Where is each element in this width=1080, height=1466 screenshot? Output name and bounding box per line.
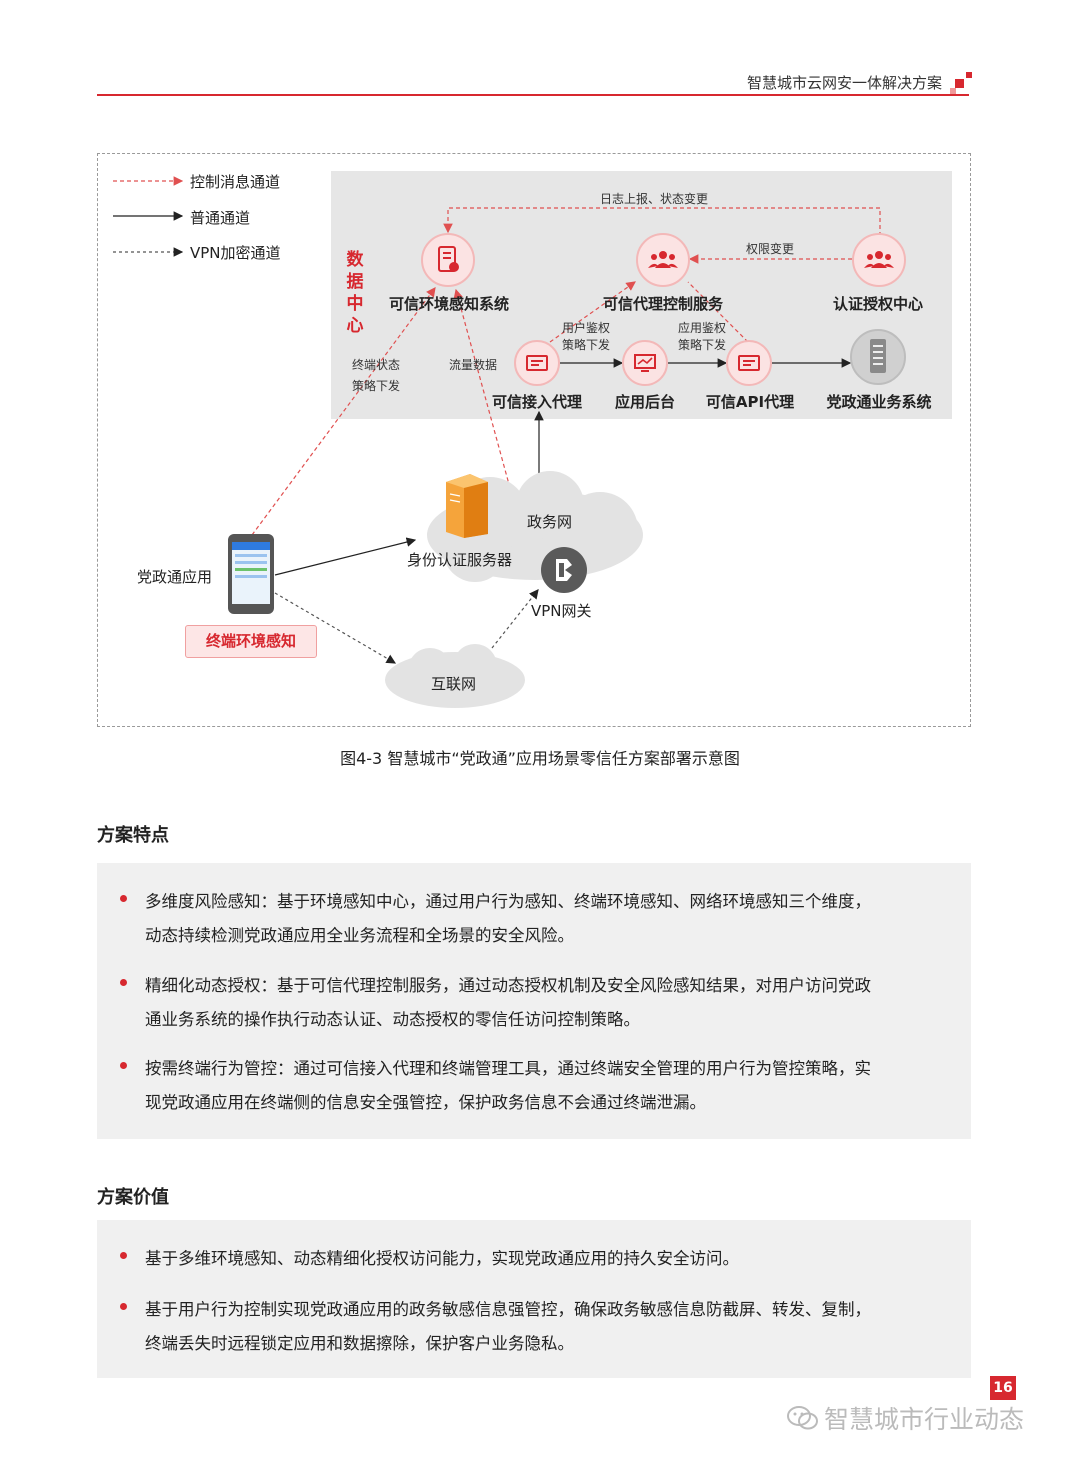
bullet-dot bbox=[120, 895, 127, 902]
legend-normal-channel: 普通通道 bbox=[190, 209, 251, 227]
vpn-gateway-label: VPN网关 bbox=[531, 602, 592, 620]
env-sense-label: 可信环境感知系统 bbox=[388, 295, 509, 313]
diagram-frame bbox=[97, 153, 971, 727]
vpn-gateway-icon bbox=[541, 547, 587, 593]
access-proxy-icon bbox=[514, 340, 560, 386]
app-backend-label: 应用后台 bbox=[614, 393, 675, 411]
edge-term-state-line1: 终端状态 bbox=[352, 358, 401, 372]
features-title: 方案特点 bbox=[97, 825, 169, 846]
auth-center-icon bbox=[852, 233, 906, 287]
watermark: 智慧城市行业动态 bbox=[786, 1400, 1024, 1438]
header-title: 智慧城市云网安一体解决方案 bbox=[746, 74, 942, 92]
data-center-title: 数据中心 bbox=[346, 250, 364, 336]
edge-log-report-label: 日志上报、状态变更 bbox=[600, 192, 709, 206]
edge-user-auth-line1: 用户鉴权 bbox=[562, 321, 611, 335]
edge-user-auth-line2: 策略下发 bbox=[562, 338, 611, 352]
diagram-connectors bbox=[113, 176, 881, 664]
feature-line: 多维度风险感知：基于环境感知中心，通过用户行为感知、终端环境感知、网络环境感知三… bbox=[145, 892, 871, 911]
id-server-icon bbox=[446, 474, 488, 538]
edge-app-auth-line2: 策略下发 bbox=[678, 338, 727, 352]
edge-traffic-label: 流量数据 bbox=[449, 358, 498, 372]
api-proxy-label: 可信API代理 bbox=[705, 393, 795, 411]
edge-app-auth-line1: 应用鉴权 bbox=[678, 321, 727, 335]
bullet-dot bbox=[120, 1303, 127, 1310]
edge-term-state-line2: 策略下发 bbox=[352, 379, 401, 393]
feature-line: 现党政通应用在终端侧的信息安全强管控，保护政务信息不会通过终端泄漏。 bbox=[145, 1093, 706, 1112]
auth-center-label: 认证授权中心 bbox=[832, 295, 923, 313]
feature-line: 精细化动态授权：基于可信代理控制服务，通过动态授权机制及安全风险感知结果，对用户… bbox=[145, 976, 871, 995]
value-line: 基于用户行为控制实现党政通应用的政务敏感信息强管控，确保政务敏感信息防截屏、转发… bbox=[145, 1300, 871, 1319]
value-title: 方案价值 bbox=[97, 1187, 169, 1208]
value-box bbox=[97, 1220, 971, 1378]
feature-line: 按需终端行为管控：通过可信接入代理和终端管理工具，通过终端安全管理的用户行为管控… bbox=[145, 1059, 871, 1078]
feature-line: 通业务系统的操作执行动态认证、动态授权的零信任访问控制策略。 bbox=[145, 1010, 640, 1029]
bullet-dot bbox=[120, 1062, 127, 1069]
bullet-dot bbox=[120, 1252, 127, 1259]
page-number: 16 bbox=[990, 1376, 1016, 1400]
internet-label: 互联网 bbox=[431, 675, 477, 693]
legend-control-channel: 控制消息通道 bbox=[190, 173, 281, 191]
biz-system-icon bbox=[850, 329, 906, 385]
bullet-dot bbox=[120, 979, 127, 986]
watermark-text: 智慧城市行业动态 bbox=[824, 1405, 1025, 1434]
value-line: 基于多维环境感知、动态精细化授权访问能力，实现党政通应用的持久安全访问。 bbox=[145, 1249, 739, 1268]
proxy-control-label: 可信代理控制服务 bbox=[602, 295, 723, 313]
app-label: 党政通应用 bbox=[137, 568, 213, 586]
api-proxy-icon bbox=[726, 340, 772, 386]
phone-icon bbox=[228, 534, 274, 614]
access-proxy-label: 可信接入代理 bbox=[491, 393, 582, 411]
feature-line: 动态持续检测党政通应用全业务流程和全场景的安全风险。 bbox=[145, 926, 574, 945]
value-line: 终端丢失时远程锁定应用和数据擦除，保护客户业务隐私。 bbox=[145, 1334, 574, 1353]
legend-vpn-channel: VPN加密通道 bbox=[190, 244, 281, 262]
terminal-sense-badge: 终端环境感知 bbox=[185, 625, 317, 658]
gov-net-label: 政务网 bbox=[527, 513, 573, 531]
env-sense-icon bbox=[421, 233, 475, 287]
wechat-icon bbox=[786, 1404, 820, 1438]
app-backend-icon bbox=[622, 340, 668, 386]
internet-cloud bbox=[385, 644, 525, 708]
edge-perm-change-label: 权限变更 bbox=[746, 242, 795, 256]
biz-system-label: 党政通业务系统 bbox=[826, 393, 932, 411]
features-box bbox=[97, 863, 971, 1139]
id-server-label: 身份认证服务器 bbox=[407, 551, 513, 569]
header-rule bbox=[97, 94, 969, 96]
proxy-control-icon bbox=[636, 233, 690, 287]
figure-caption: 图4-3 智慧城市“党政通”应用场景零信任方案部署示意图 bbox=[340, 749, 740, 768]
